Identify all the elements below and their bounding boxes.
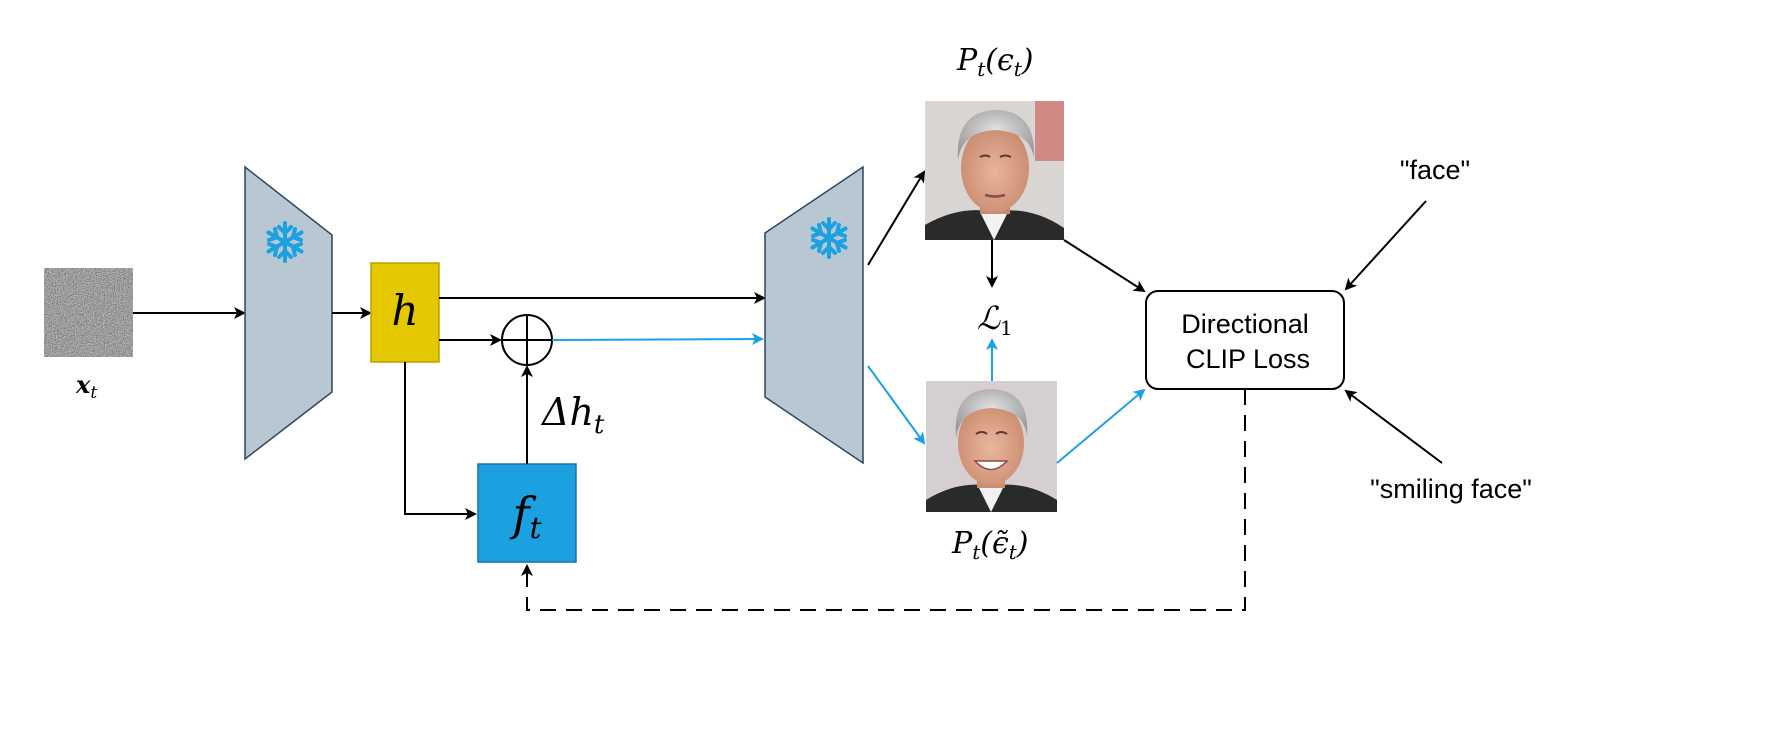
h-label: h [391,286,418,335]
smiling-prompt-label: "smiling face" [1370,474,1532,504]
f-label: ft [509,487,542,546]
arrow-decoder-to-face-original [867,170,926,266]
delta-h-label: Δht [540,390,605,440]
arrow-smiling-prompt-to-clip [1344,389,1443,464]
face-image-smiling [926,381,1057,512]
p-eps-label: Pt(ϵt) [956,43,1034,81]
clip-loss-line1: Directional [1181,309,1309,339]
circled-plus-icon [501,314,553,366]
frozen-decoder [764,165,864,465]
face-prompt-label: "face" [1400,155,1470,185]
snowflake-icon [810,217,848,259]
h-box [370,262,440,363]
clip-loss-box [1145,290,1345,390]
arrow-h-to-f [404,362,477,520]
clip-loss-line2: CLIP Loss [1186,344,1310,374]
l1-label: ℒ1 [977,299,1013,340]
arrow-decoder-to-face-edited [867,365,926,445]
face-image-neutral [925,101,1064,240]
arrow-face-original-to-clip [1063,239,1146,293]
frozen-encoder [244,165,333,461]
arrow-face-prompt-to-clip [1344,200,1427,291]
snowflake-icon [266,221,304,263]
arrow-plus-to-decoder [551,333,764,346]
p-eps-tilde-label: Pt(ϵ̃t) [951,526,1029,564]
f-box [477,463,577,563]
arrow-face-edited-to-clip [1056,388,1146,464]
dashed-feedback-clip-to-f [521,389,1246,611]
x-t-label: xt [75,370,97,403]
noise-image [44,268,133,357]
